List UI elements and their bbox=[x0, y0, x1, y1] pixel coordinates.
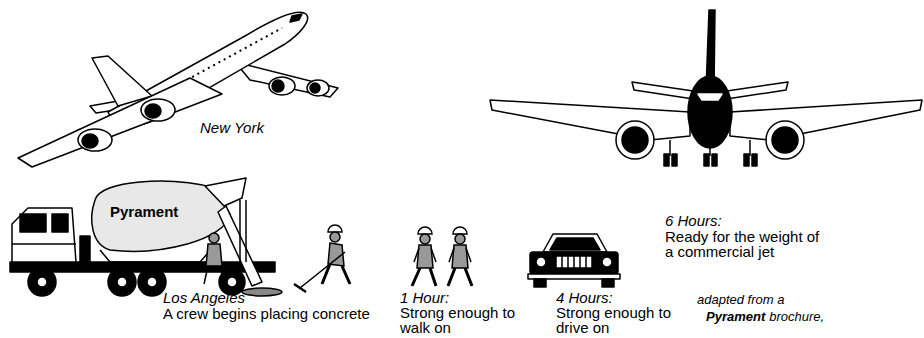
car-front-view-part bbox=[550, 238, 600, 250]
worker-figure-part bbox=[209, 233, 219, 243]
worker-figure bbox=[204, 233, 224, 284]
car-front-view-part bbox=[561, 256, 563, 268]
worker-figure bbox=[448, 227, 472, 286]
stage-note: Ready for the weight of a commercial jet bbox=[665, 229, 825, 259]
airplane-front-view-part bbox=[616, 121, 654, 159]
airplane-front-view-part bbox=[772, 127, 798, 153]
worker-figure-part bbox=[455, 234, 465, 244]
airplane-front-view-part bbox=[664, 154, 669, 166]
stage-note: Strong enough to walk on bbox=[400, 305, 528, 335]
stage-note: Strong enough to drive on bbox=[556, 305, 684, 335]
airplane-side-view-part bbox=[310, 83, 320, 93]
time-label: 6 Hours: bbox=[665, 213, 722, 228]
car-front-view-part bbox=[536, 257, 546, 267]
worker-figure-part bbox=[294, 284, 306, 292]
mixer-truck-part bbox=[52, 214, 68, 232]
worker-figure bbox=[294, 225, 350, 292]
airplane-side-view-part bbox=[272, 80, 284, 92]
airplane-side-view-part bbox=[307, 80, 329, 96]
mixer-truck-part bbox=[12, 208, 76, 262]
worker-figure-part bbox=[449, 248, 471, 262]
airplane-side-view-part bbox=[145, 104, 161, 118]
airplane-front-view-part bbox=[766, 121, 804, 159]
airplane-front-view-part bbox=[704, 154, 709, 166]
airplane-front-view-part bbox=[752, 154, 757, 166]
airplane-front-view-part bbox=[712, 154, 717, 166]
source-note: brochure, bbox=[769, 309, 824, 324]
worker-figure bbox=[412, 227, 436, 286]
worker-figure-part bbox=[300, 252, 345, 288]
mixer-truck-part bbox=[80, 236, 90, 262]
airplane-front-view bbox=[490, 10, 922, 166]
time-label: 1 Hour: bbox=[400, 290, 449, 305]
car-front-view-part bbox=[585, 256, 587, 268]
worker-figure-part bbox=[204, 266, 224, 284]
airplane-side-view-part bbox=[290, 14, 302, 22]
mixer-truck-part bbox=[20, 214, 46, 232]
mixer-truck-part bbox=[242, 288, 282, 296]
stage-note: A crew begins placing concrete bbox=[163, 306, 370, 321]
mixer-truck-part bbox=[37, 277, 47, 287]
worker-figure-part bbox=[418, 227, 432, 234]
airplane-front-view-part bbox=[688, 76, 732, 148]
car-front-view-part bbox=[556, 256, 592, 268]
worker-figure-part bbox=[420, 234, 430, 244]
airplane-side-view-part bbox=[92, 56, 152, 106]
mixer-truck-part bbox=[138, 268, 166, 296]
airplane-side-view-part bbox=[18, 78, 222, 167]
mixer-truck-part bbox=[239, 200, 241, 262]
car-front-view-part bbox=[534, 279, 546, 287]
drum-brand: Pyrament bbox=[110, 204, 178, 219]
place-name: Los Angeles bbox=[163, 290, 245, 305]
time-label: 4 Hours: bbox=[556, 290, 613, 305]
mixer-truck-part bbox=[147, 277, 157, 287]
mixer-truck-part bbox=[108, 268, 136, 296]
airplane-front-view-part bbox=[672, 154, 677, 166]
worker-figure-part bbox=[206, 244, 222, 266]
worker-figure-part bbox=[412, 268, 436, 286]
mixer-truck-part bbox=[28, 268, 56, 296]
airplane-side-view bbox=[18, 12, 338, 167]
airplane-front-view-part bbox=[622, 127, 648, 153]
plane-caption: New York bbox=[200, 120, 264, 135]
mixer-truck-part bbox=[227, 277, 237, 287]
worker-figure-part bbox=[453, 227, 467, 234]
car-front-view-part bbox=[543, 234, 607, 252]
airplane-side-view-part bbox=[78, 129, 112, 151]
car-front-view-part bbox=[573, 256, 575, 268]
source-brand: Pyrament bbox=[706, 309, 765, 324]
source-note: adapted from a bbox=[697, 292, 784, 307]
worker-figure-part bbox=[448, 268, 472, 286]
airplane-front-view-part bbox=[730, 100, 922, 140]
mixer-truck bbox=[10, 178, 282, 296]
worker-figure-part bbox=[330, 232, 340, 242]
airplane-side-view-part bbox=[235, 62, 338, 97]
airplane-front-view-part bbox=[490, 100, 690, 140]
car-front-view-part bbox=[602, 279, 614, 287]
mixer-truck-part bbox=[117, 277, 127, 287]
car-front-view bbox=[528, 234, 620, 287]
airplane-front-view-part bbox=[744, 154, 749, 166]
mixer-truck-part bbox=[245, 200, 247, 262]
mixer-truck-part bbox=[12, 243, 76, 245]
car-front-view-part bbox=[579, 256, 581, 268]
airplane-front-view-part bbox=[698, 94, 722, 100]
airplane-side-view-part bbox=[141, 99, 175, 121]
mixer-truck-part bbox=[92, 181, 230, 251]
airplane-side-view-part bbox=[82, 134, 98, 148]
airplane-side-view-part bbox=[269, 77, 295, 95]
worker-figure-part bbox=[328, 225, 342, 232]
car-front-view-part bbox=[602, 257, 612, 267]
car-front-view-part bbox=[530, 252, 618, 274]
worker-figure-part bbox=[414, 248, 436, 262]
car-front-view-part bbox=[567, 256, 569, 268]
